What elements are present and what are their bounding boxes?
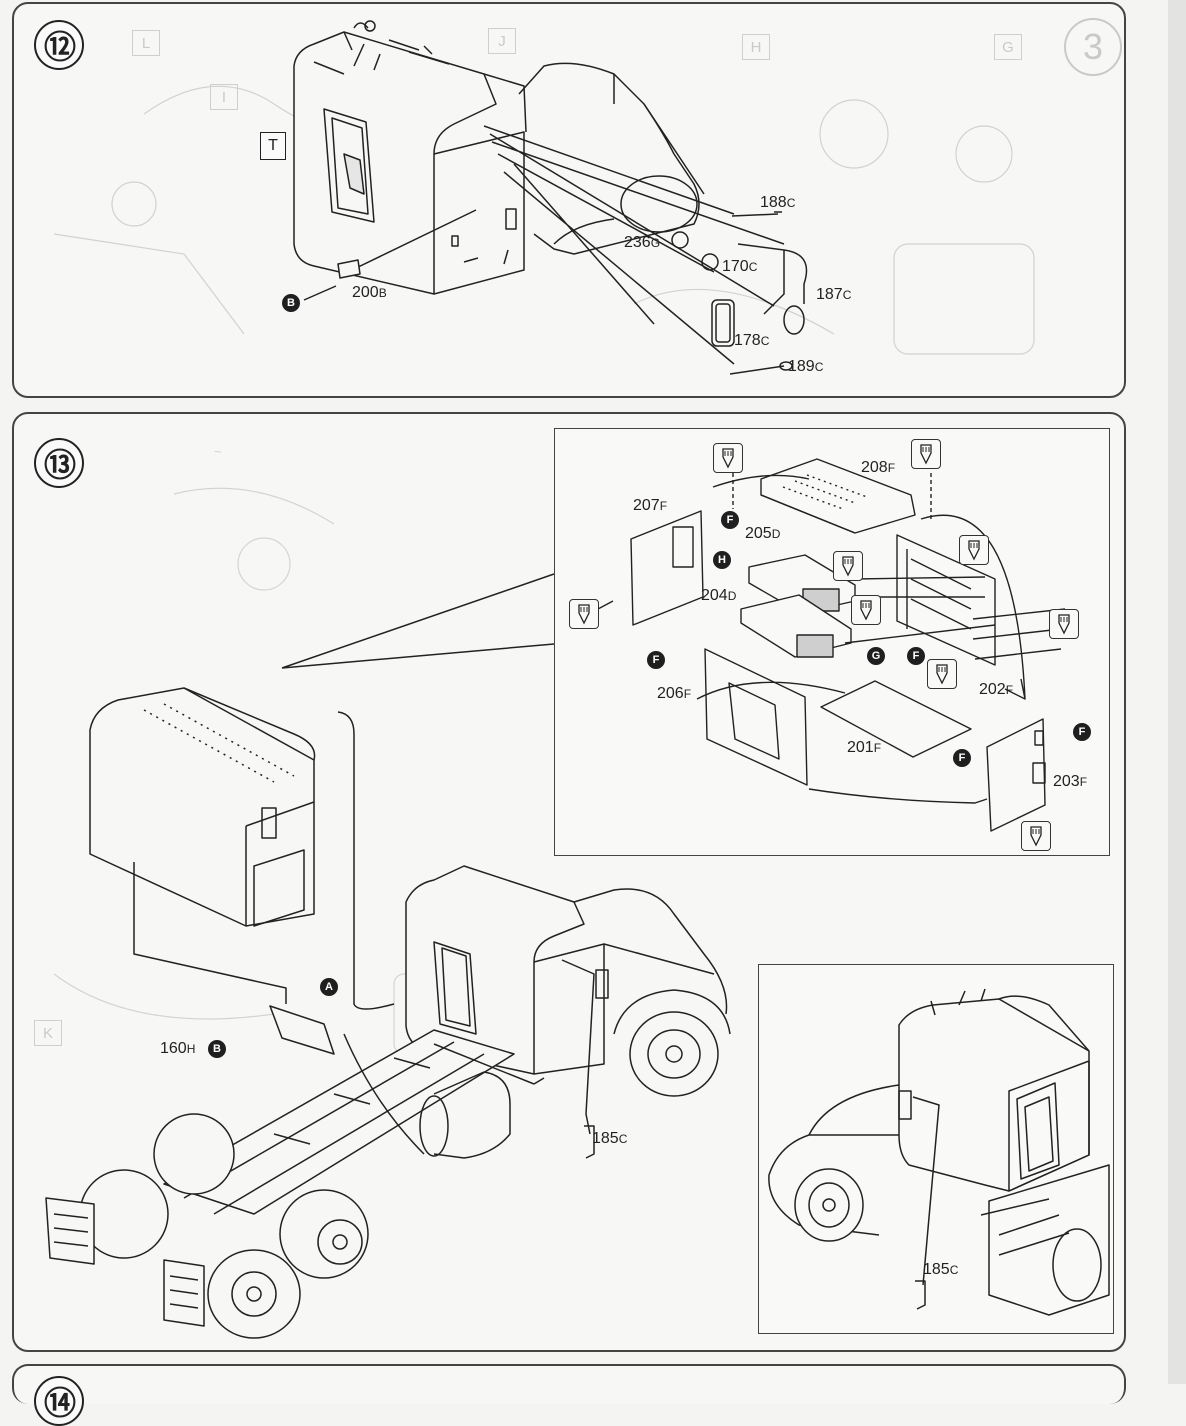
ghost-box-k: K xyxy=(34,1020,62,1046)
cement-marker xyxy=(927,659,957,689)
part-203-label: 203F xyxy=(1053,773,1088,790)
color-marker-a: A xyxy=(320,978,338,996)
part-207-label: 207F xyxy=(633,497,668,514)
detail-part-185-label: 185C xyxy=(923,1261,959,1278)
interior-parts-drawing xyxy=(582,458,1066,832)
color-marker-f: F xyxy=(647,651,665,669)
part-200-label: 200B xyxy=(352,284,387,301)
color-marker-b: B xyxy=(282,294,300,312)
color-marker-f: F xyxy=(721,511,739,529)
part-208-label: 208F xyxy=(861,459,896,476)
step-12-cab-drawing xyxy=(53,20,1035,375)
part-204-label: 204D xyxy=(701,587,737,604)
ghost-box-j: J xyxy=(488,28,516,54)
part-202-label: 202F xyxy=(979,681,1014,698)
part-189-label: 189C xyxy=(788,358,824,375)
color-marker-f: F xyxy=(1073,723,1091,741)
step-14-panel: ⑭ xyxy=(12,1364,1126,1426)
part-178-label: 178C xyxy=(734,332,770,349)
cement-marker xyxy=(1049,609,1079,639)
part-187-label: 187C xyxy=(816,286,852,303)
cement-marker xyxy=(959,535,989,565)
part-201-label: 201F xyxy=(847,739,882,756)
step-13-number: ⑬ xyxy=(34,438,84,488)
color-marker-h: H xyxy=(713,551,731,569)
part-236-label: 236G xyxy=(624,234,661,251)
part-160-label: 160H xyxy=(160,1040,196,1057)
step-12-number: ⑫ xyxy=(34,20,84,70)
ghost-box-h: H xyxy=(742,34,770,60)
finished-cab-drawing xyxy=(768,988,1110,1316)
cement-marker xyxy=(851,595,881,625)
ghost-box-g: G xyxy=(994,34,1022,60)
ghost-box-l: L xyxy=(132,30,160,56)
ghost-step-number: 3 xyxy=(1064,18,1122,76)
finished-cab-detail-inset: 185C xyxy=(758,964,1114,1334)
cement-marker xyxy=(569,599,599,629)
part-206-label: 206F xyxy=(657,685,692,702)
step-12-panel: 3 H G I J L ⑫ T xyxy=(12,2,1126,398)
cement-marker xyxy=(713,443,743,473)
truck-chassis-drawing xyxy=(45,487,731,1339)
color-marker-g: G xyxy=(867,647,885,665)
template-t-marker: T xyxy=(260,132,286,160)
cement-marker xyxy=(1021,821,1051,851)
step-13-panel: K ~ ⑬ xyxy=(12,412,1126,1352)
page-edge-shadow xyxy=(1168,0,1186,1384)
color-marker-f: F xyxy=(907,647,925,665)
ghost-box-i: I xyxy=(210,84,238,110)
ghost-text: ~ xyxy=(214,444,222,459)
part-170-label: 170C xyxy=(722,258,758,275)
color-marker-f: F xyxy=(953,749,971,767)
interior-assembly-inset: 208F 207F 205D 204D 206F 201F 202F 203F … xyxy=(554,428,1110,856)
cement-marker xyxy=(833,551,863,581)
part-185-label: 185C xyxy=(592,1130,628,1147)
part-205-label: 205D xyxy=(745,525,781,542)
color-marker-b: B xyxy=(208,1040,226,1058)
part-188-label: 188C xyxy=(760,194,796,211)
cement-marker xyxy=(911,439,941,469)
